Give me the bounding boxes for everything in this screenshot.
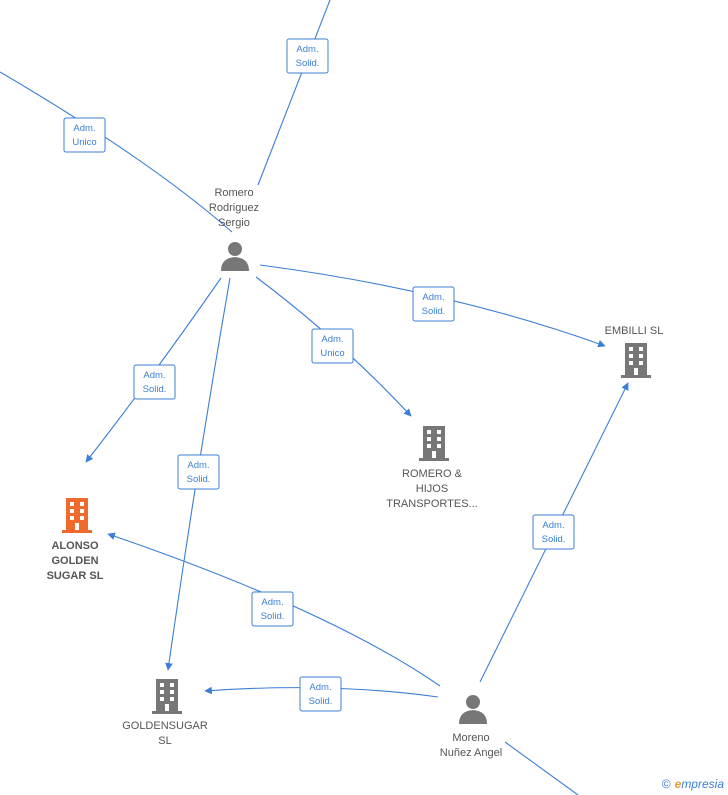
edge-label-e4: Adm. Unico	[311, 328, 354, 364]
node-label-line: Rodriguez	[209, 202, 259, 214]
edge-label-line: Solid.	[187, 474, 211, 485]
node-label-line: Romero	[214, 187, 253, 199]
node-label-line: Nuñez Angel	[440, 747, 502, 759]
brand-logo-text: mpresia	[681, 777, 724, 791]
brand-logo-initial: e	[674, 777, 682, 791]
brand-footer: ©empresia	[662, 777, 724, 791]
node-embilli-sl[interactable]: EMBILLI SL	[605, 325, 664, 378]
building-icon	[62, 498, 92, 533]
edge-label-line: Adm.	[422, 292, 444, 303]
node-romero-rodriguez-sergio[interactable]: Romero Rodriguez Sergio	[209, 187, 259, 271]
edge-label-line: Adm.	[321, 334, 343, 345]
node-label-line: TRANSPORTES...	[386, 498, 477, 510]
edge-label-line: Solid.	[143, 384, 167, 395]
edge-label-line: Solid.	[296, 58, 320, 69]
building-icon	[621, 343, 651, 378]
node-romero-hijos-transportes[interactable]: ROMERO & HIJOS TRANSPORTES...	[386, 426, 478, 510]
node-label-line: SL	[158, 735, 171, 747]
node-label-line: EMBILLI SL	[605, 325, 664, 337]
edge-label-e5: Adm. Solid.	[133, 364, 176, 400]
edge-label-e9: Adm. Solid.	[532, 514, 575, 550]
edge-label-line: Solid.	[542, 534, 566, 545]
node-label-line: ALONSO	[51, 540, 99, 552]
edge-label-e6: Adm. Solid.	[177, 454, 220, 490]
building-icon	[152, 679, 182, 714]
edge-line-e10	[504, 741, 579, 795]
edge-label-line: Adm.	[261, 597, 283, 608]
edge-label-e7: Adm. Solid.	[251, 591, 294, 627]
edge-label-line: Adm.	[296, 44, 318, 55]
edge-line-e1	[257, 0, 331, 186]
edge-label-e2: Adm. Unico	[63, 117, 106, 153]
node-label-line: Moreno	[452, 732, 489, 744]
node-label-line: HIJOS	[416, 483, 448, 495]
edge-label-line: Unico	[320, 348, 344, 359]
copyright-symbol: ©	[661, 777, 671, 791]
edge-label-line: Solid.	[261, 611, 285, 622]
person-icon	[221, 242, 249, 271]
node-label-line: GOLDEN	[51, 555, 98, 567]
edge-label-line: Adm.	[73, 123, 95, 134]
edge-label-line: Adm.	[187, 460, 209, 471]
node-label-line: GOLDENSUGAR	[122, 720, 208, 732]
person-icon	[459, 695, 487, 724]
node-moreno-nunez-angel[interactable]: Moreno Nuñez Angel	[440, 695, 502, 759]
edge-label-line: Solid.	[309, 696, 333, 707]
edge-line-e7	[107, 532, 441, 687]
edge-label-line: Unico	[72, 137, 96, 148]
node-label-line: SUGAR SL	[47, 570, 104, 582]
edge-label-e3: Adm. Solid.	[412, 286, 455, 322]
edge-label-line: Adm.	[143, 370, 165, 381]
edge-label-e8: Adm. Solid.	[299, 676, 342, 712]
edge-label-line: Adm.	[542, 520, 564, 531]
edge-label-line: Adm.	[309, 682, 331, 693]
building-icon	[419, 426, 449, 461]
node-label-line: Sergio	[218, 217, 250, 229]
node-alonso-golden-sugar-sl[interactable]: ALONSO GOLDEN SUGAR SL	[47, 498, 104, 582]
edge-label-line: Solid.	[422, 306, 446, 317]
node-label-line: ROMERO &	[402, 468, 463, 480]
edge-label-e1: Adm. Solid.	[286, 38, 329, 74]
node-goldensugar-sl[interactable]: GOLDENSUGAR SL	[122, 679, 208, 747]
edge-line-e2	[0, 71, 233, 233]
